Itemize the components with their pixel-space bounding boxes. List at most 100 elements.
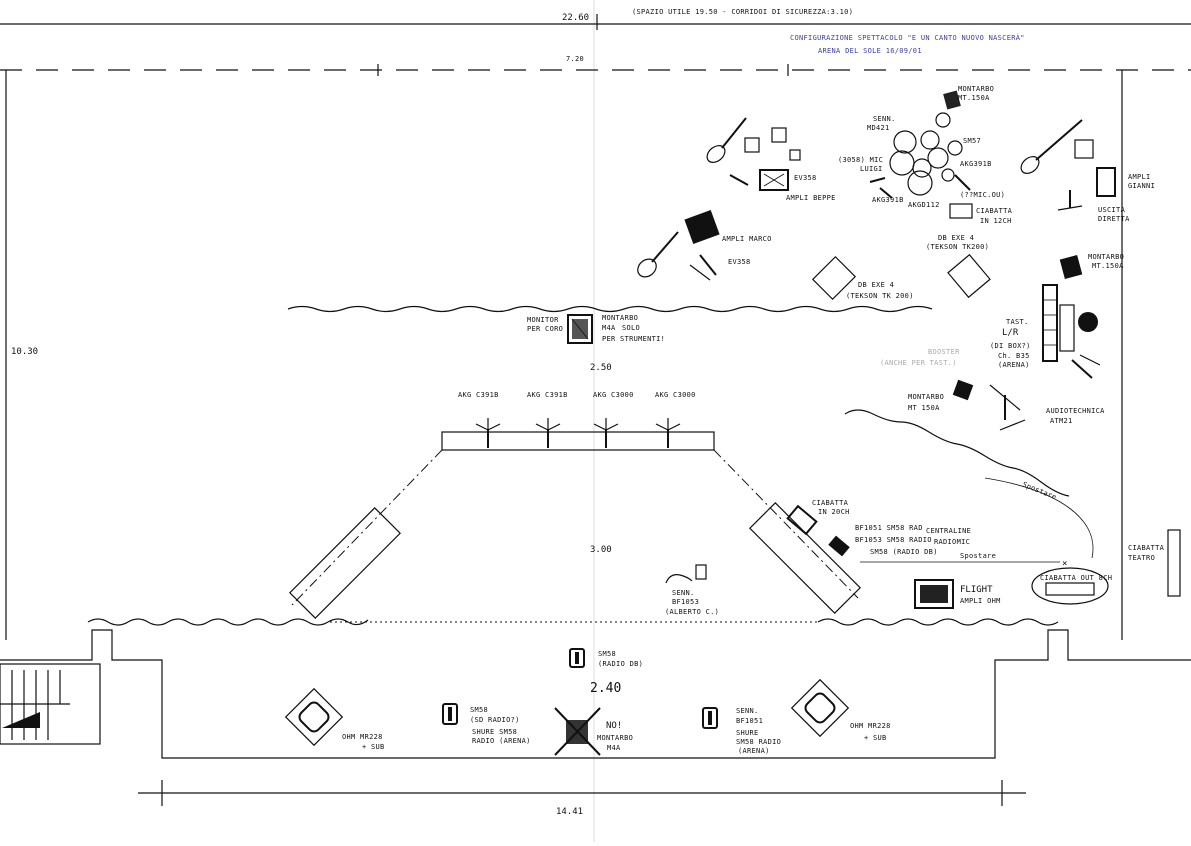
no-montarbo-label-3: M4A (607, 744, 621, 752)
top-dimension-line (0, 14, 1191, 30)
amp-beppe-icon (759, 169, 789, 191)
stage-trapezoid (291, 431, 859, 606)
senn-right-icon (702, 707, 718, 729)
pedal-chair-beppe (729, 127, 801, 186)
ciabatta-20-label-2: IN 20CH (818, 508, 850, 516)
senn-right-label-1: SENN. (736, 707, 759, 715)
senn-right-label-3: SHURE (736, 729, 759, 737)
top-dimension-label: 22.60 (562, 13, 589, 23)
flight-label-1: FLIGHT (960, 585, 993, 595)
uscita-stand-icon (1057, 190, 1083, 211)
drum-kit-icon (869, 112, 971, 199)
tast-label-5: (ARENA) (998, 361, 1030, 369)
montarbo-right-label-2: MT.150A (1092, 262, 1124, 270)
dbexe4-right-speaker (947, 253, 991, 299)
ciabatta-teatro-icon (1167, 529, 1181, 597)
ciabatta-out-icon (1045, 582, 1095, 596)
senn-bf1053-label-3: (ALBERTO C.) (665, 608, 719, 616)
monitor-coro-label-2: PER CORO (527, 325, 563, 333)
senn-md421-label-2: MD421 (867, 124, 890, 132)
senn-right-label-4: SM58 RADIO (736, 738, 781, 746)
riser-edge-right (844, 409, 1070, 497)
ciabatta-teatro-label-2: TEATRO (1128, 554, 1155, 562)
montarbo-top-label-2: MT.150A (958, 94, 990, 102)
right-side-riser (748, 501, 862, 615)
ampli-gianni-label-1: AMPLI (1128, 173, 1151, 181)
mic-q-label: (??MIC.OU) (960, 191, 1005, 199)
akg391b-label-a: AKG391B (960, 160, 992, 168)
montarbo-top-label-1: MONTARBO (958, 85, 994, 93)
riser-edge-upper (287, 305, 933, 313)
akg-mic-label-2: AKG C391B (527, 391, 568, 399)
ciabatta-12-label-2: IN 12CH (980, 217, 1012, 225)
bottom-width-label: 14.41 (556, 807, 583, 817)
akg391b-label-b: AKG391B (872, 196, 904, 204)
stand-marco-icon (689, 254, 717, 281)
montarbo-crossed-icon (554, 707, 601, 756)
flight-case-icon (914, 579, 954, 609)
amp-gianni-icon (1096, 167, 1116, 197)
senn-bf1053-icon (665, 564, 707, 584)
akg-mic-label-3: AKG C3000 (593, 391, 634, 399)
ampli-gianni-label-2: GIANNI (1128, 182, 1155, 190)
inner-width-line (0, 64, 1191, 76)
ciabatta-20-label-1: CIABATTA (812, 499, 849, 507)
keyboard-stand-icon (1071, 354, 1101, 379)
guitar-beppe-icon (706, 117, 747, 163)
keyboard-player-icon (1078, 312, 1098, 332)
montarbo-m4a-label-2: M4A (602, 324, 616, 332)
flight-case-inner (920, 585, 948, 603)
front-gap-label: 2.40 (590, 681, 621, 696)
ampli-beppe-label: AMPLI BEPPE (786, 194, 836, 202)
inner-width-label: 7.20 (566, 55, 584, 63)
ev358-a-label: EV358 (794, 174, 817, 182)
centraline-icon (828, 535, 850, 557)
mic-luigi-label-2: LUIGI (860, 165, 883, 173)
spostare-arrow-upper (984, 477, 1094, 559)
montarbo-m4a-label-4: PER STRUMENTI! (602, 335, 665, 343)
no-montarbo-label-2: MONTARBO (597, 734, 633, 742)
sm58-radio-db-icon (569, 648, 585, 668)
venue-date: ARENA DEL SOLE 16/09/01 (818, 47, 922, 55)
ciabatta-teatro-label-1: CIABATTA (1128, 544, 1165, 552)
montarbo-mt150a-monitor (952, 379, 974, 401)
ciabatta-12-label-1: CIABATTA (976, 207, 1013, 215)
upper-gap-label: 2.50 (590, 363, 612, 373)
monitor-coro-label-1: MONITOR (527, 316, 559, 324)
akgd112-label: AKGD112 (908, 201, 940, 209)
mic-luigi-label-1: (3058) MIC (838, 156, 883, 164)
no-montarbo-label-1: NO! (606, 721, 622, 731)
senn-right-label-5: (ARENA) (738, 747, 770, 755)
uscita-label-2: DIRETTA (1098, 215, 1130, 223)
spostare-a-label: Spostare (1021, 480, 1057, 501)
montarbo-m4a-label-3: SOLO (622, 324, 640, 332)
audiotechnica-label-1: AUDIOTECHNICA (1046, 407, 1105, 415)
dbexe4-left-speaker (811, 255, 857, 301)
akg-mic-label-4: AKG C3000 (655, 391, 696, 399)
stage-front-edge (87, 618, 369, 626)
config-title: CONFIGURAZIONE SPETTACOLO "E UN CANTO NU… (790, 33, 1025, 42)
booster-label-1: BOOSTER (928, 348, 960, 356)
sm58-left-label-1: SM58 (470, 706, 488, 714)
senn-bf1053-label-1: SENN. (672, 589, 695, 597)
flight-label-2: AMPLI OHM (960, 597, 1001, 605)
centraline-label-4: CENTRALINE (926, 527, 971, 535)
montarbo-mt150a-label-1: MONTARBO (908, 393, 944, 401)
dbexe4-right-label-2: (TEKSON TK200) (926, 243, 989, 251)
tast-label-1: TAST. (1006, 318, 1029, 326)
stairs-icon (0, 663, 101, 745)
amp-marco-icon (684, 209, 720, 245)
tast-label-2: L/R (1002, 328, 1019, 338)
bottom-dimension-line (138, 780, 1026, 806)
drummer-monitor-icon (943, 90, 961, 110)
dbexe4-left-label-1: DB EXE 4 (858, 281, 894, 289)
akg-mic-label-1: AKG C391B (458, 391, 499, 399)
booster-label-2: (ANCHE PER TAST.) (880, 359, 957, 367)
space-note: (SPAZIO UTILE 19.50 - CORRIDOI DI SICURE… (632, 8, 853, 16)
ciabatta-20-icon (786, 504, 818, 536)
ohm-right-speaker (790, 678, 850, 738)
tast-label-4: Ch. B35 (998, 352, 1030, 360)
choir-mic-stands (475, 418, 681, 448)
